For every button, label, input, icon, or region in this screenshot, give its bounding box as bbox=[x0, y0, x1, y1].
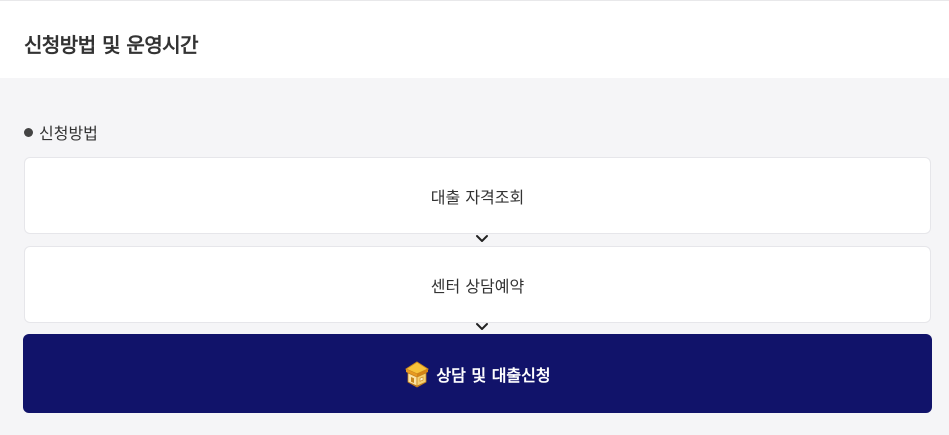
section-label: 신청방법 bbox=[24, 121, 98, 143]
step-label: 대출 자격조회 bbox=[430, 187, 525, 207]
section-label-text: 신청방법 bbox=[39, 124, 98, 143]
cta-label: 상담 및 대출신청 bbox=[436, 365, 551, 385]
page-title: 신청방법 및 운영시간 bbox=[24, 33, 199, 57]
step-center-reservation[interactable]: 센터 상담예약 bbox=[24, 246, 931, 323]
bullet-icon bbox=[24, 127, 33, 137]
chevron-down-icon bbox=[476, 235, 488, 242]
house-icon bbox=[405, 360, 430, 387]
consult-and-loan-apply-button[interactable]: 상담 및 대출신청 bbox=[23, 334, 932, 413]
step-label: 센터 상담예약 bbox=[430, 276, 525, 296]
step-eligibility-check[interactable]: 대출 자격조회 bbox=[24, 157, 931, 234]
chevron-down-icon bbox=[476, 323, 488, 330]
section-header: 신청방법 및 운영시간 bbox=[0, 0, 949, 78]
